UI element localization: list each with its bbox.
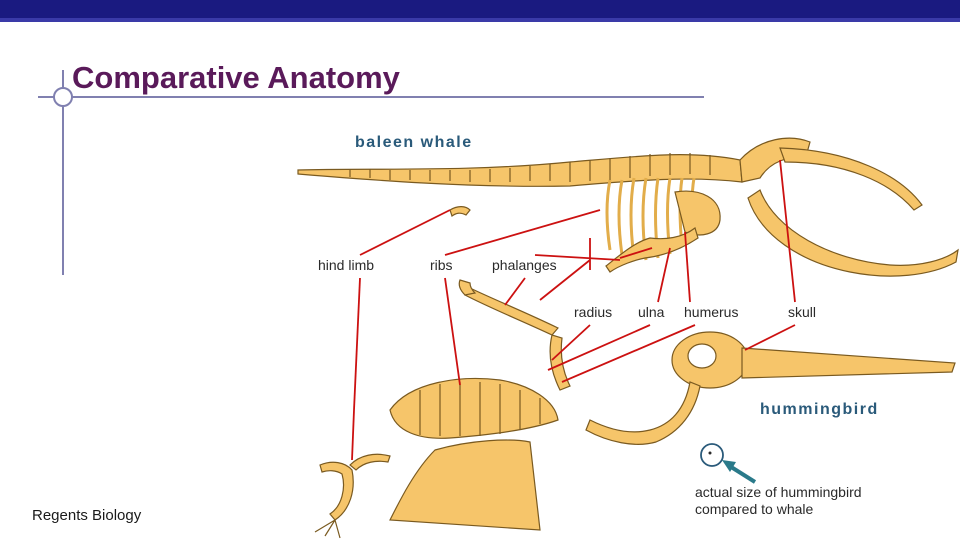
bird-neck — [586, 382, 700, 444]
label-ulna: ulna — [638, 304, 665, 320]
whale-upper-jaw — [780, 148, 922, 210]
bird-sternum — [390, 440, 540, 530]
bird-beak — [742, 348, 955, 378]
bird-eye-socket — [688, 344, 716, 368]
slide-title: Comparative Anatomy — [72, 60, 400, 96]
anatomy-svg: baleen whale hummingbird hind limb ribs … — [290, 120, 960, 540]
whale-label: baleen whale — [355, 134, 473, 151]
pointer-ulna-whale — [658, 248, 670, 302]
bird-ribcage — [390, 379, 558, 439]
label-hind-limb: hind limb — [318, 257, 374, 273]
crosshair-ornament — [53, 87, 73, 107]
pointer-ribs-whale — [445, 210, 600, 255]
hummingbird-label: hummingbird — [760, 401, 879, 418]
label-ribs: ribs — [430, 257, 453, 273]
pointer-phalanges-bird — [505, 278, 525, 305]
anatomy-diagram: baleen whale hummingbird hind limb ribs … — [290, 120, 960, 540]
pointer-hind-limb-bird-foot — [352, 410, 354, 460]
pointer-hind-limb-bird — [354, 278, 360, 410]
bird-leg — [350, 454, 390, 470]
caption-line-1: actual size of hummingbird — [695, 484, 862, 500]
slide-footer: Regents Biology — [32, 507, 141, 524]
actual-size-bird-dot — [709, 452, 712, 455]
bird-toes — [315, 520, 340, 538]
whale-spine — [298, 155, 742, 187]
pointer-ribs-bird — [445, 278, 460, 385]
bird-foot — [320, 462, 353, 520]
pointer-hind-limb-whale — [360, 210, 450, 255]
whale-hind-limb — [450, 207, 470, 216]
label-phalanges: phalanges — [492, 257, 557, 273]
header-stripe — [0, 18, 960, 22]
label-radius: radius — [574, 304, 612, 320]
bird-wing-phalanges — [459, 280, 475, 295]
label-humerus: humerus — [684, 304, 738, 320]
actual-size-circle — [701, 444, 723, 466]
pointer-ulna-bird — [548, 325, 650, 370]
title-underline — [38, 96, 704, 98]
label-skull: skull — [788, 304, 816, 320]
top-header-bar — [0, 0, 960, 22]
pointer-skull-bird — [745, 325, 795, 350]
caption-line-2: compared to whale — [695, 501, 814, 517]
whale-lower-jaw — [748, 190, 958, 276]
